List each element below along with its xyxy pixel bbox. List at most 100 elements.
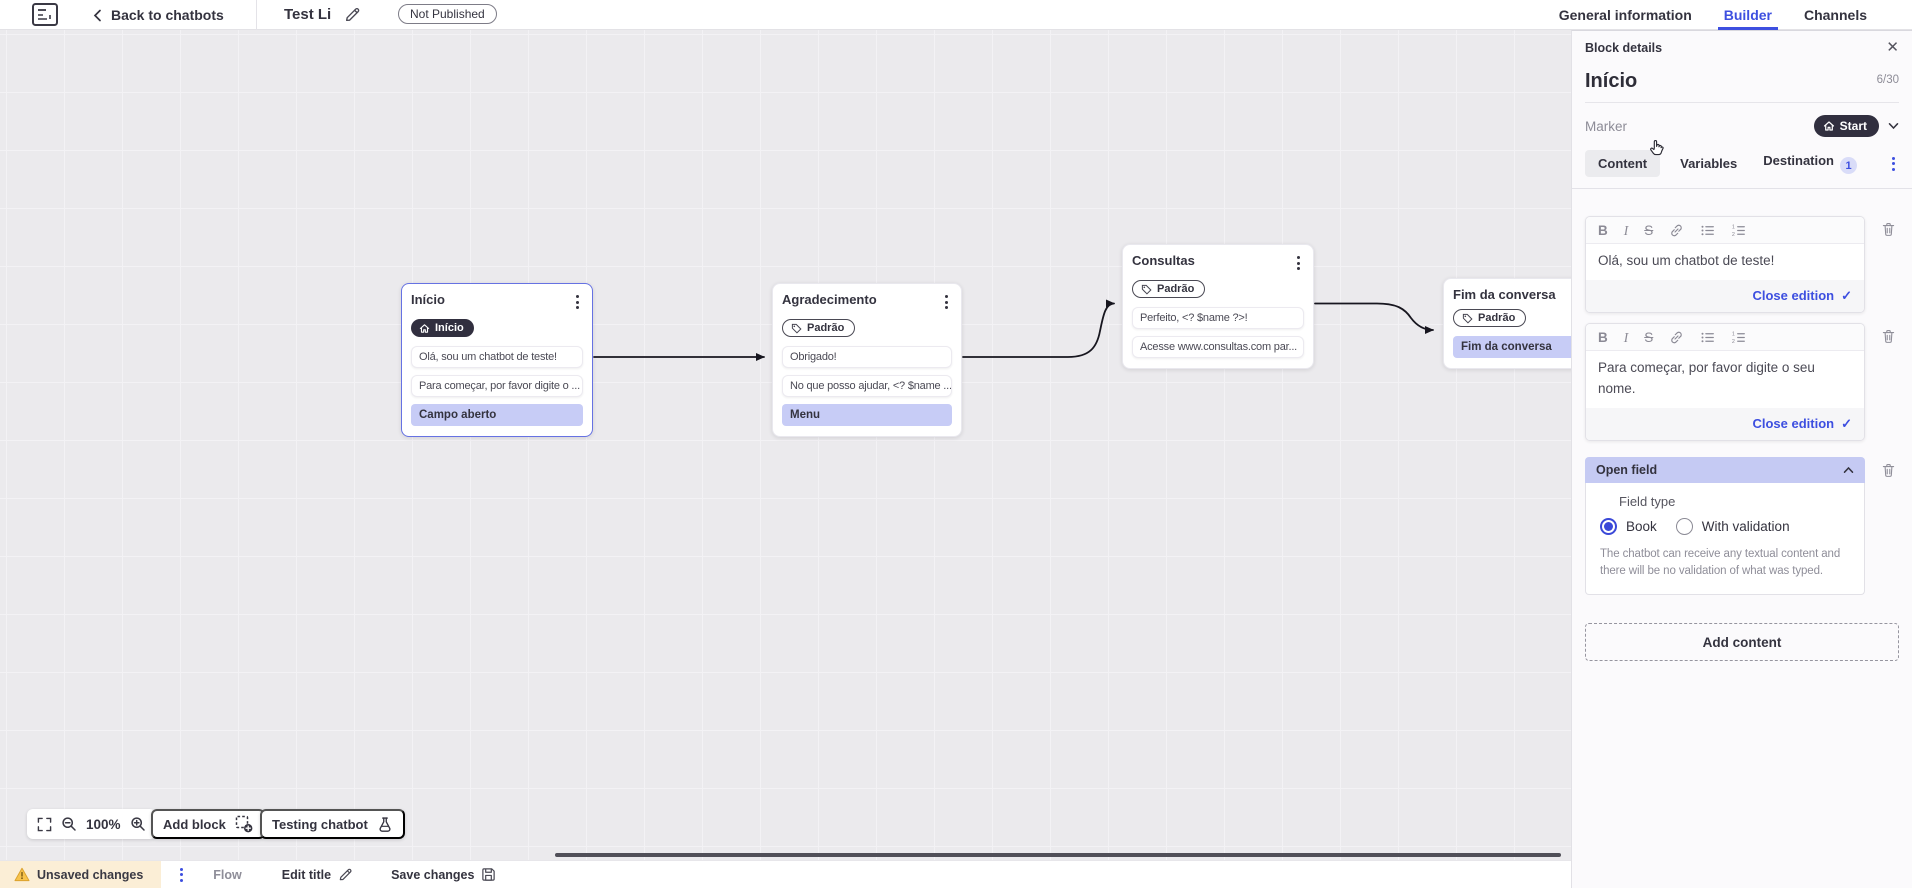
flow-block-inicio[interactable]: Início Início Olá, sou um chatbot de tes… xyxy=(401,283,593,437)
block-name-input[interactable]: Início xyxy=(1585,70,1638,92)
block-title: Agradecimento xyxy=(782,292,877,307)
unsaved-changes-indicator: Unsaved changes xyxy=(0,861,162,888)
save-changes-button[interactable]: Save changes xyxy=(391,867,496,882)
topbar: Back to chatbots Test Li Not Published G… xyxy=(0,0,1912,30)
save-icon xyxy=(481,867,496,882)
marker-label: Marker xyxy=(1585,118,1628,134)
add-block-label: Add block xyxy=(163,816,226,832)
add-block-icon xyxy=(235,815,253,833)
block-marker-badge: Padrão xyxy=(1132,280,1206,298)
add-block-button[interactable]: Add block xyxy=(151,809,265,839)
close-edition-button[interactable]: Close edition✓ xyxy=(1752,287,1852,304)
delete-content-icon[interactable] xyxy=(1878,459,1899,481)
block-menu-button[interactable] xyxy=(572,292,583,312)
flow-canvas[interactable]: Início Início Olá, sou um chatbot de tes… xyxy=(0,30,1571,888)
block-title: Início xyxy=(411,292,445,307)
strikethrough-icon[interactable]: S xyxy=(1644,329,1654,345)
tag-icon xyxy=(791,323,802,334)
zoom-toolbar: 100% xyxy=(27,809,156,839)
block-title: Fim da conversa xyxy=(1453,287,1556,302)
block-message[interactable]: Obrigado! xyxy=(782,345,952,368)
app-logo-icon[interactable] xyxy=(30,2,60,28)
field-type-label: Field type xyxy=(1619,493,1676,509)
block-action-fim-da-conversa[interactable]: Fim da conversa xyxy=(1453,335,1571,358)
block-message[interactable]: Acesse www.consultas.com par... xyxy=(1132,335,1304,358)
fullscreen-icon[interactable] xyxy=(37,817,52,832)
block-marker-badge: Padrão xyxy=(782,319,856,337)
warning-icon xyxy=(14,867,30,882)
block-message[interactable]: Perfeito, <? $name ?>! xyxy=(1132,306,1304,329)
chatbot-title[interactable]: Test Li xyxy=(284,6,332,23)
zoom-level: 100% xyxy=(86,816,121,832)
close-edition-button[interactable]: Close edition✓ xyxy=(1752,415,1852,432)
pencil-icon xyxy=(338,867,353,882)
block-menu-button[interactable] xyxy=(941,292,952,312)
radio-with-validation-label[interactable]: With validation xyxy=(1701,518,1790,534)
open-field-header[interactable]: Open field xyxy=(1585,456,1865,483)
chevron-down-icon[interactable] xyxy=(1888,122,1899,130)
italic-icon[interactable]: I xyxy=(1623,329,1629,345)
message-text-input[interactable]: Para começar, por favor digite o seu nom… xyxy=(1586,350,1864,408)
block-details-panel: Block details ✕ Início 6/30 Marker Start xyxy=(1571,30,1912,888)
block-action-open-field[interactable]: Campo aberto xyxy=(411,403,583,426)
italic-icon[interactable]: I xyxy=(1623,222,1629,238)
chevron-left-icon xyxy=(93,9,102,22)
statusbar: Unsaved changes Flow Edit title Save cha… xyxy=(0,860,1571,888)
statusbar-menu-button[interactable] xyxy=(176,865,187,885)
edit-chatbot-title-icon[interactable] xyxy=(344,6,361,23)
edit-title-button[interactable]: Edit title xyxy=(282,867,353,882)
block-message[interactable]: No que posso ajudar, <? $name ... xyxy=(782,374,952,397)
svg-text:1: 1 xyxy=(1732,224,1735,230)
panel-tabs-menu-button[interactable] xyxy=(1888,154,1899,174)
radio-book[interactable] xyxy=(1600,517,1617,535)
destination-count-badge: 1 xyxy=(1840,157,1858,175)
close-panel-icon[interactable]: ✕ xyxy=(1886,39,1899,56)
block-message[interactable]: Olá, sou um chatbot de teste! xyxy=(411,345,583,368)
block-menu-button[interactable] xyxy=(1293,253,1304,273)
publish-status-badge: Not Published xyxy=(398,4,497,24)
connection-arrows xyxy=(593,299,1434,361)
bullet-list-icon[interactable] xyxy=(1700,223,1715,238)
flow-block-agradecimento[interactable]: Agradecimento Padrão Obrigado! No que po… xyxy=(772,283,962,437)
block-message[interactable]: Para começar, por favor digite o ... xyxy=(411,374,583,397)
tab-variables[interactable]: Variables xyxy=(1680,156,1738,171)
delete-content-icon[interactable] xyxy=(1878,218,1899,240)
flow-block-fim-da-conversa[interactable]: Fim da conversa Padrão Fim da conversa xyxy=(1443,278,1571,369)
zoom-in-icon[interactable] xyxy=(130,816,146,832)
block-marker-badge: Início xyxy=(411,319,474,337)
check-icon: ✓ xyxy=(1841,415,1852,431)
topbar-divider xyxy=(256,0,257,30)
canvas-horizontal-scrollbar[interactable] xyxy=(555,853,1561,857)
bullet-list-icon[interactable] xyxy=(1700,330,1715,345)
block-marker-badge: Padrão xyxy=(1453,309,1527,327)
tab-content[interactable]: Content xyxy=(1585,150,1661,177)
radio-with-validation[interactable] xyxy=(1675,517,1693,535)
delete-content-icon[interactable] xyxy=(1878,325,1899,347)
link-icon[interactable] xyxy=(1669,223,1684,238)
tab-channels[interactable]: Channels xyxy=(1803,7,1867,23)
tag-icon xyxy=(1141,284,1152,295)
radio-book-label[interactable]: Book xyxy=(1626,518,1657,534)
flow-block-consultas[interactable]: Consultas Padrão Perfeito, <? $name ?>! … xyxy=(1122,244,1314,369)
marker-start-badge[interactable]: Start xyxy=(1813,115,1879,137)
block-action-menu[interactable]: Menu xyxy=(782,403,952,426)
testing-chatbot-button[interactable]: Testing chatbot xyxy=(260,809,405,839)
tab-general-information[interactable]: General information xyxy=(1558,7,1692,23)
add-content-button[interactable]: Add content xyxy=(1585,623,1899,662)
bold-icon[interactable]: B xyxy=(1598,222,1608,238)
back-to-chatbots-label: Back to chatbots xyxy=(111,7,224,23)
back-to-chatbots-button[interactable]: Back to chatbots xyxy=(93,0,224,30)
tab-builder[interactable]: Builder xyxy=(1717,0,1779,30)
chevron-up-icon[interactable] xyxy=(1843,466,1854,474)
message-text-input[interactable]: Olá, sou um chatbot de teste! xyxy=(1586,244,1864,280)
strikethrough-icon[interactable]: S xyxy=(1644,222,1654,238)
bold-icon[interactable]: B xyxy=(1598,329,1608,345)
link-icon[interactable] xyxy=(1669,330,1684,345)
zoom-out-icon[interactable] xyxy=(61,816,77,832)
